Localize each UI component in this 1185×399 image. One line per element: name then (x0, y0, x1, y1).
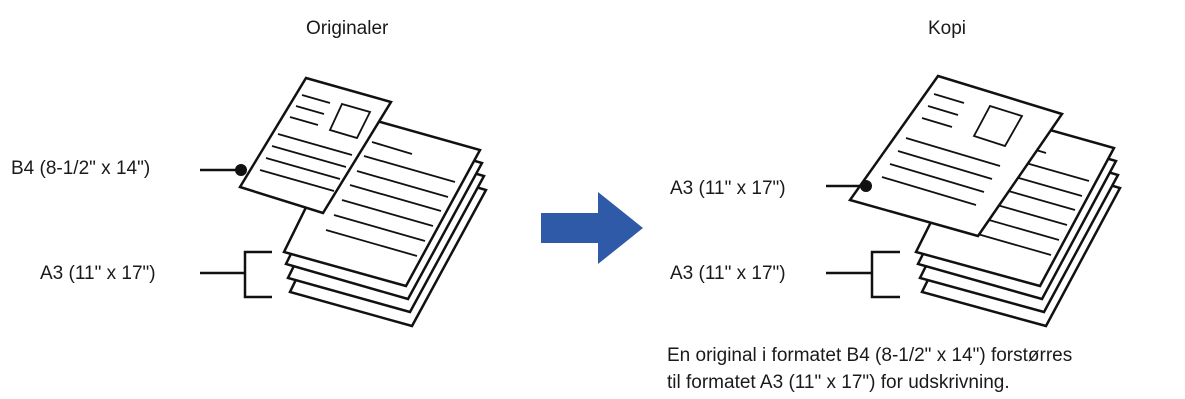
originals-a3-label: A3 (11" x 17") (40, 263, 156, 284)
copy-enlarged-sheet (847, 74, 1064, 238)
caption-line-2: til formatet A3 (11" x 17") for udskrivn… (667, 372, 1010, 393)
originals-b4-dot (235, 164, 247, 176)
copy-top-sheet-label: A3 (11" x 17") (670, 178, 786, 199)
caption-line-1: En original i formatet B4 (8-1/2" x 14")… (667, 345, 1073, 366)
right-arrow-icon (541, 192, 643, 264)
copy-stack-bracket (870, 250, 900, 299)
copy-title: Kopi (928, 18, 967, 39)
originals-b4-picture (328, 102, 372, 140)
originals-a3-bracket (243, 250, 272, 299)
copy-top-dot (860, 180, 872, 192)
originals-title: Originaler (306, 18, 389, 39)
originals-b4-content (259, 94, 372, 192)
copy-enlarged-picture (972, 104, 1024, 148)
copy-enlarged-content (881, 93, 1024, 206)
originals-b4-label: B4 (8-1/2" x 14") (11, 158, 151, 179)
originals-a3-text-lines (325, 141, 456, 257)
copy-stack-label: A3 (11" x 17") (670, 263, 786, 284)
